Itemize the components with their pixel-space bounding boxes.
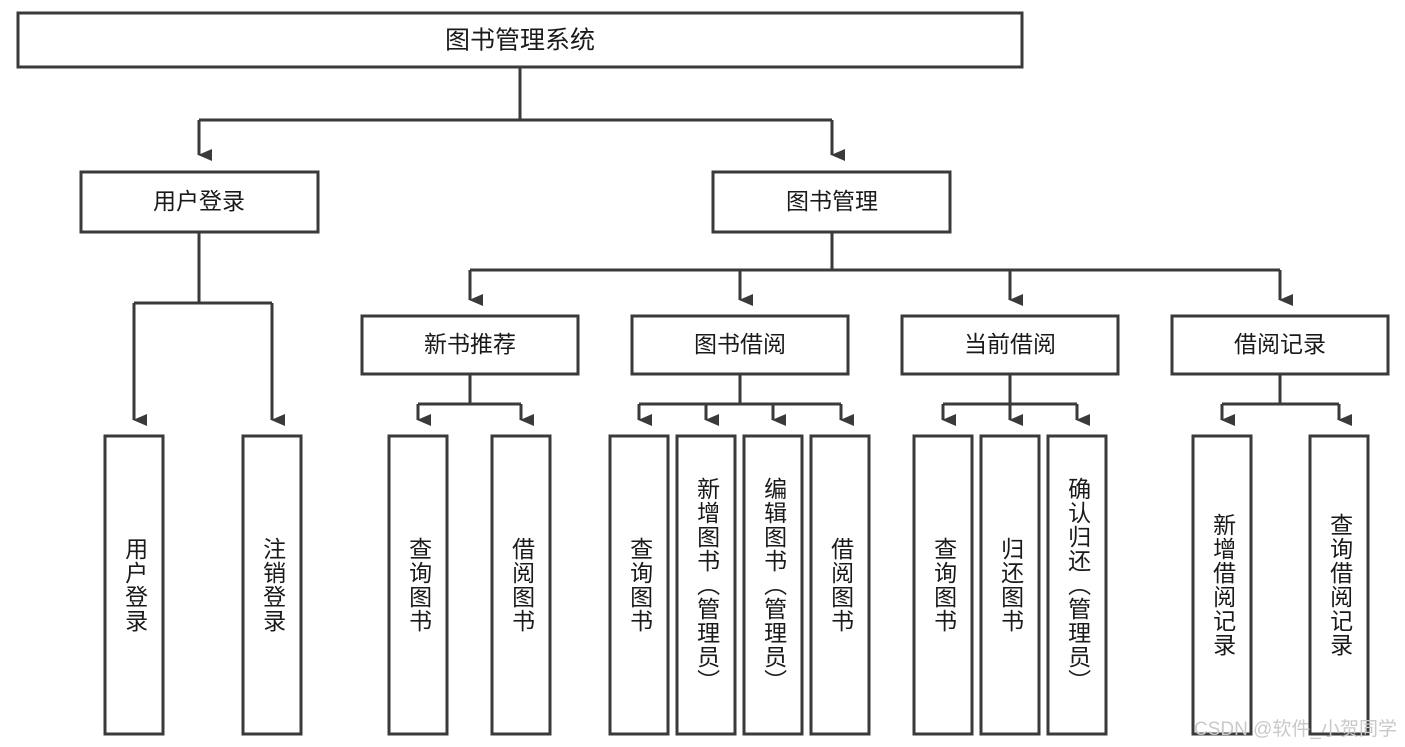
node-book-borrow-box[interactable] bbox=[630, 314, 850, 376]
leaf-confirm-return[interactable]: 确认归还（管理员） bbox=[1046, 434, 1108, 736]
node-book-management-box[interactable] bbox=[711, 170, 952, 234]
leaf-return-book-box[interactable] bbox=[979, 434, 1041, 736]
node-book-management[interactable]: 图书管理 bbox=[711, 170, 952, 234]
node-borrow-record-label: 借阅记录 bbox=[1234, 331, 1326, 357]
node-user-login[interactable]: 用户登录 bbox=[79, 170, 320, 234]
leaf-borrow-book-1-box[interactable] bbox=[490, 434, 552, 736]
leaf-logout[interactable]: 注销登录 bbox=[241, 434, 303, 736]
leaf-query-record-label: 查询借阅记录 bbox=[1326, 513, 1353, 657]
leaf-add-book[interactable]: 新增图书（管理员） bbox=[675, 434, 737, 736]
node-borrow-record[interactable]: 借阅记录 bbox=[1170, 314, 1390, 376]
node-user-login-label: 用户登录 bbox=[153, 188, 245, 214]
node-new-book-recommend-box[interactable] bbox=[360, 314, 580, 376]
leaf-borrow-book-2-label: 借阅图书 bbox=[827, 537, 854, 633]
node-current-borrow-box[interactable] bbox=[900, 314, 1120, 376]
leaf-add-record-label: 新增借阅记录 bbox=[1209, 513, 1236, 657]
leaf-add-record[interactable]: 新增借阅记录 bbox=[1191, 434, 1253, 736]
leaf-query-book-3-box[interactable] bbox=[912, 434, 974, 736]
leaf-query-book-2-box[interactable] bbox=[608, 434, 670, 736]
leaf-query-book-2-label: 查询图书 bbox=[626, 537, 653, 633]
leaf-edit-book-label: 编辑图书（管理员） bbox=[760, 477, 787, 693]
leaf-edit-book[interactable]: 编辑图书（管理员） bbox=[742, 434, 804, 736]
node-borrow-record-box[interactable] bbox=[1170, 314, 1390, 376]
node-new-book-recommend-label: 新书推荐 bbox=[424, 331, 516, 357]
leaf-query-record[interactable]: 查询借阅记录 bbox=[1308, 434, 1370, 736]
leaf-user-login-label: 用户登录 bbox=[121, 537, 148, 633]
leaf-add-book-box[interactable] bbox=[675, 434, 737, 736]
leaf-borrow-book-1[interactable]: 借阅图书 bbox=[490, 434, 552, 736]
leaf-return-book-label: 归还图书 bbox=[997, 537, 1024, 633]
leaf-query-book-1-box[interactable] bbox=[387, 434, 449, 736]
leaf-query-book-1-label: 查询图书 bbox=[405, 537, 432, 633]
node-current-borrow[interactable]: 当前借阅 bbox=[900, 314, 1120, 376]
leaf-query-book-2[interactable]: 查询图书 bbox=[608, 434, 670, 736]
node-book-management-label: 图书管理 bbox=[786, 188, 878, 214]
leaf-query-record-box[interactable] bbox=[1308, 434, 1370, 736]
node-root[interactable]: 图书管理系统 bbox=[16, 11, 1024, 69]
leaf-query-book-3[interactable]: 查询图书 bbox=[912, 434, 974, 736]
connectors-layer bbox=[132, 67, 1352, 426]
leaf-return-book[interactable]: 归还图书 bbox=[979, 434, 1041, 736]
leaf-add-book-label: 新增图书（管理员） bbox=[693, 477, 720, 693]
leaf-logout-box[interactable] bbox=[241, 434, 303, 736]
leaf-edit-book-box[interactable] bbox=[742, 434, 804, 736]
leaf-confirm-return-label: 确认归还（管理员） bbox=[1064, 477, 1091, 693]
leaf-logout-label: 注销登录 bbox=[259, 537, 286, 633]
node-root-label: 图书管理系统 bbox=[445, 27, 595, 55]
node-book-borrow[interactable]: 图书借阅 bbox=[630, 314, 850, 376]
leaf-borrow-book-1-label: 借阅图书 bbox=[508, 537, 535, 633]
leaf-add-record-box[interactable] bbox=[1191, 434, 1253, 736]
node-new-book-recommend[interactable]: 新书推荐 bbox=[360, 314, 580, 376]
leaf-user-login[interactable]: 用户登录 bbox=[103, 434, 165, 736]
node-current-borrow-label: 当前借阅 bbox=[964, 331, 1056, 357]
node-root-box[interactable] bbox=[16, 11, 1024, 69]
leaf-user-login-box[interactable] bbox=[103, 434, 165, 736]
leaf-borrow-book-2-box[interactable] bbox=[809, 434, 871, 736]
node-book-borrow-label: 图书借阅 bbox=[694, 331, 786, 357]
leaf-borrow-book-2[interactable]: 借阅图书 bbox=[809, 434, 871, 736]
leaf-query-book-1[interactable]: 查询图书 bbox=[387, 434, 449, 736]
leaf-query-book-3-label: 查询图书 bbox=[930, 537, 957, 633]
leaf-confirm-return-box[interactable] bbox=[1046, 434, 1108, 736]
node-user-login-box[interactable] bbox=[79, 170, 320, 234]
